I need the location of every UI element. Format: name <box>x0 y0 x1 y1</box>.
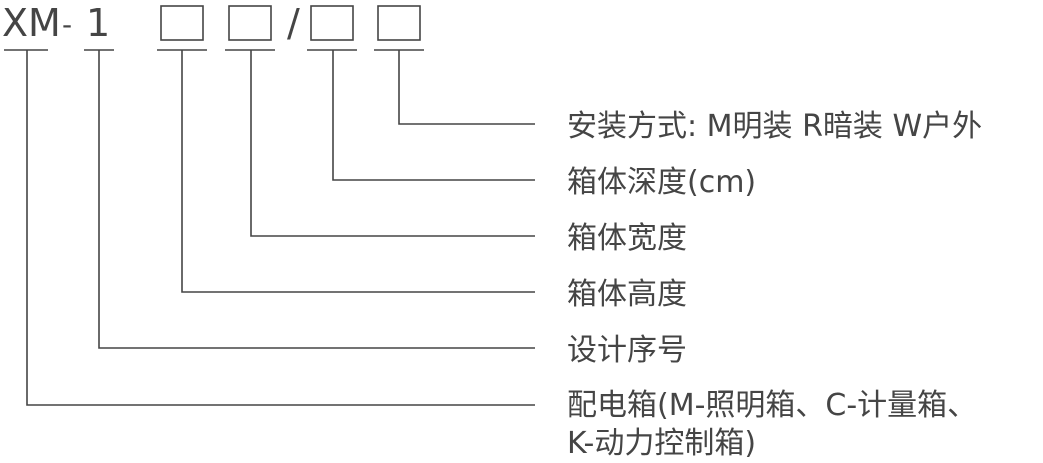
label-box-type-line1: 配电箱(M-照明箱、C-计量箱、 <box>567 388 977 423</box>
mount-box <box>377 5 421 41</box>
leader-prefix <box>26 50 535 406</box>
leader-series <box>98 50 535 349</box>
depth-box <box>310 5 354 41</box>
code-series: 1 <box>86 1 110 45</box>
label-box-type-line2: K-动力控制箱) <box>567 426 756 461</box>
code-dash: - <box>62 8 72 41</box>
label-depth: 箱体深度(cm) <box>567 165 756 200</box>
label-width: 箱体宽度 <box>567 221 687 256</box>
leader-depth <box>332 50 535 181</box>
label-series: 设计序号 <box>567 333 687 368</box>
code-slash: / <box>287 1 300 45</box>
width-box <box>228 5 272 41</box>
label-height: 箱体高度 <box>567 277 687 312</box>
height-box <box>160 5 204 41</box>
leader-mount <box>398 50 535 125</box>
leader-width <box>250 50 535 237</box>
code-prefix: XM <box>2 1 61 45</box>
leader-height <box>181 50 535 293</box>
label-mount-type: 安装方式: M明装 R暗装 W户外 <box>567 109 982 144</box>
